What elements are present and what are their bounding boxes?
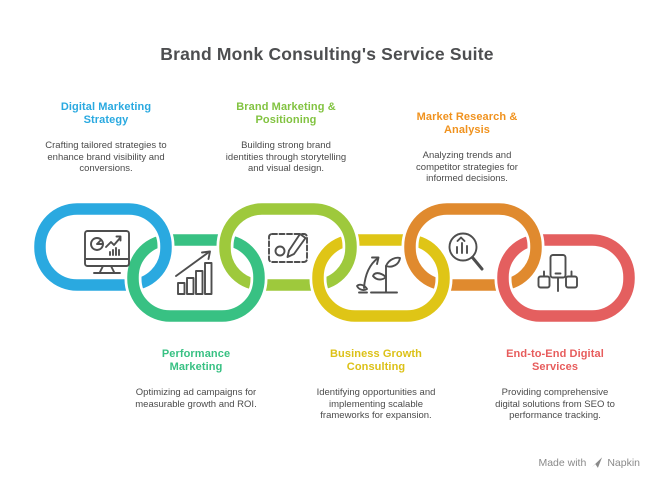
chain-link-weave-segment	[34, 203, 172, 263]
growth-bars-arrow-icon	[175, 250, 213, 295]
service-title: Brand Marketing & Positioning	[236, 101, 336, 126]
chain-link-end-to-end-digital-services	[497, 234, 635, 322]
chain-link-business-growth-consulting	[312, 234, 450, 322]
service-block-end-to-end-digital-services: End-to-End Digital Services Providing co…	[480, 348, 630, 422]
napkin-credit[interactable]: Made with Napkin	[538, 456, 640, 469]
service-title: Market Research & Analysis	[416, 111, 518, 136]
service-description: Crafting tailored strategies to enhance …	[45, 140, 167, 174]
devices-network-icon	[537, 254, 578, 292]
design-board-pen-icon	[268, 233, 308, 263]
service-description: Building strong brand identities through…	[225, 140, 347, 174]
service-description: Identifying opportunities and implementi…	[316, 387, 436, 421]
made-with-label: Made with	[538, 456, 587, 469]
napkin-brand-label: Napkin	[607, 456, 640, 469]
service-block-business-growth-consulting: Business Growth Consulting Identifying o…	[301, 348, 451, 422]
plant-growth-arrow-icon	[356, 256, 401, 294]
service-title: Performance Marketing	[161, 348, 231, 373]
service-title: End-to-End Digital Services	[506, 348, 604, 373]
chain-lower-links	[124, 231, 638, 325]
service-description: Analyzing trends and competitor strategi…	[416, 150, 518, 184]
service-block-market-research-analysis: Market Research & Analysis Analyzing tre…	[392, 111, 542, 185]
monitor-analytics-icon	[84, 230, 130, 274]
chain-icons	[84, 230, 578, 295]
service-title: Business Growth Consulting	[330, 348, 422, 373]
napkin-logo-icon	[591, 457, 603, 468]
service-description: Providing comprehensive digital solution…	[495, 387, 615, 421]
chain-link-weave-segment	[219, 203, 357, 263]
service-title: Digital Marketing Strategy	[60, 101, 152, 126]
service-block-digital-marketing-strategy: Digital Marketing Strategy Crafting tail…	[31, 101, 181, 175]
chain-weave-overlay	[31, 200, 545, 263]
magnifier-bars-icon	[448, 232, 484, 271]
chain-link-weave-segment	[404, 203, 542, 263]
service-description: Optimizing ad campaigns for measurable g…	[135, 387, 257, 410]
service-block-performance-marketing: Performance Marketing Optimizing ad camp…	[121, 348, 271, 410]
page-title: Brand Monk Consulting's Service Suite	[160, 44, 494, 64]
chain-link-performance-marketing	[127, 234, 265, 322]
service-block-brand-marketing-positioning: Brand Marketing & Positioning Building s…	[211, 101, 361, 175]
